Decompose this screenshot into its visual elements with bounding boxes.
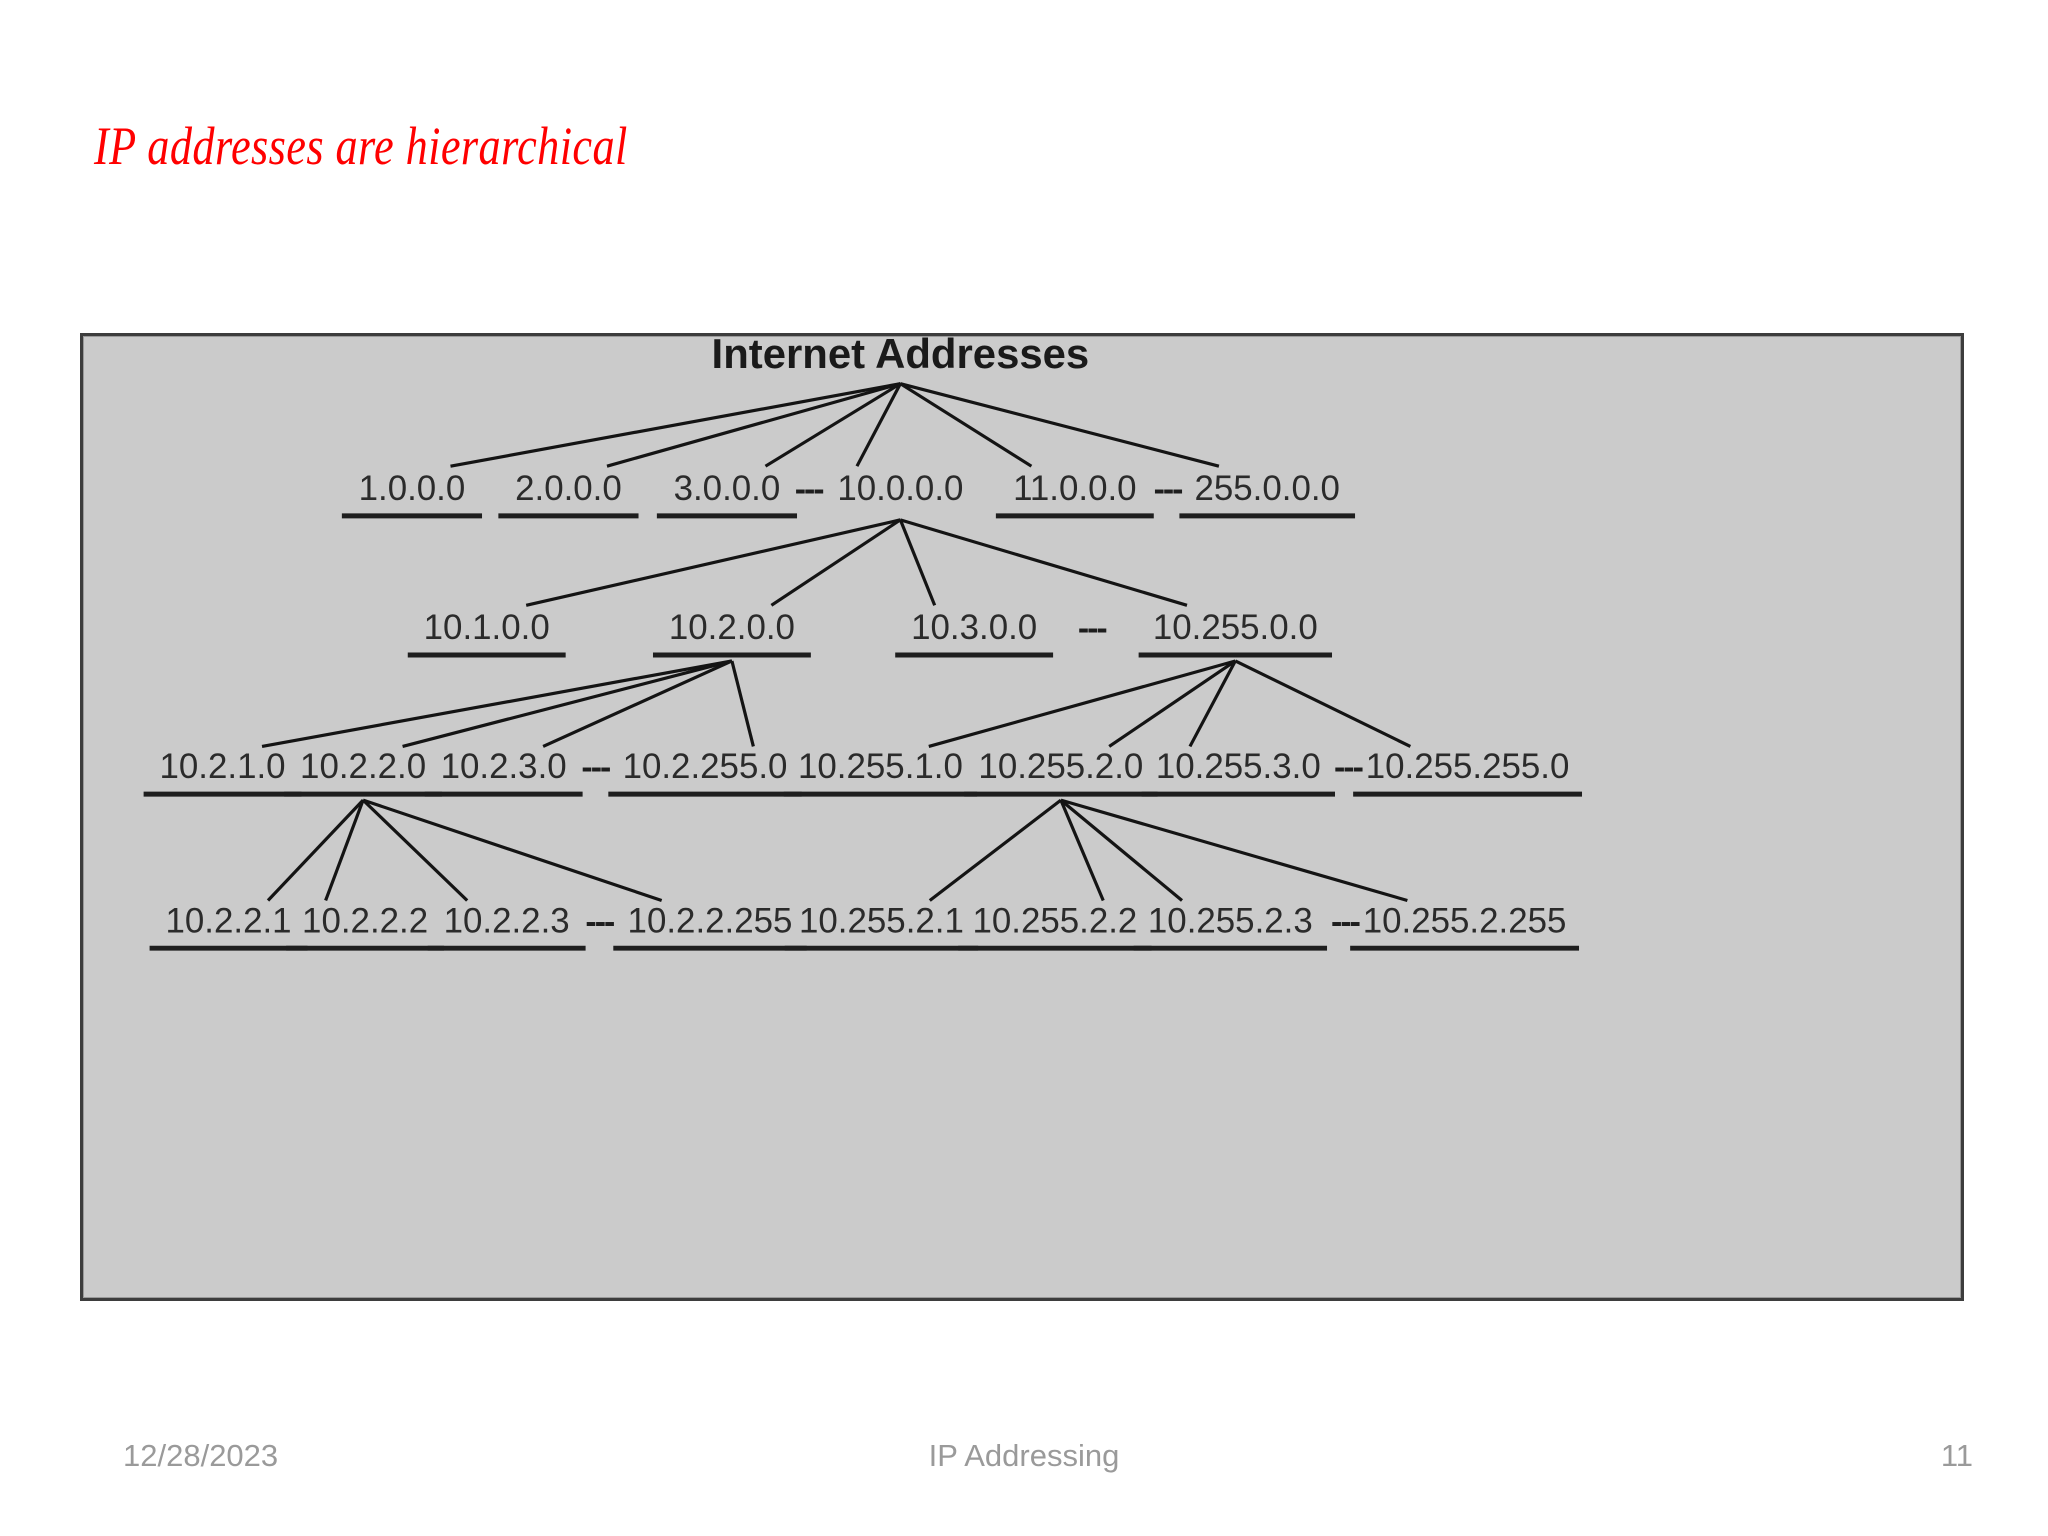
ellipsis-marker: --- [795, 470, 824, 508]
tree-edge [899, 518, 1188, 607]
address-node-label: 10.2.1.0 [160, 747, 286, 786]
ellipsis-marker: --- [581, 748, 610, 786]
tree-edge [542, 659, 733, 748]
tree-edge [362, 798, 663, 902]
tree-edge [324, 799, 365, 902]
address-node-label: 10.255.3.0 [1156, 747, 1321, 786]
tree-edge [525, 518, 901, 607]
ellipsis-marker: --- [1154, 470, 1183, 508]
tree-edge [899, 382, 1220, 468]
page-title: IP addresses are hierarchical [94, 116, 628, 176]
address-node-label: 10.2.3.0 [441, 747, 567, 786]
ip-hierarchy-svg: Internet Addresses 1.0.0.0 2.0.0.0 3.0.0.0… [143, 336, 1583, 951]
address-node-label: 10.2.2.3 [444, 901, 570, 940]
address-node-label: 10.255.1.0 [798, 747, 963, 786]
tree-edge [928, 798, 1062, 902]
tree-edge [402, 659, 733, 748]
tree-edge [261, 659, 733, 749]
ellipsis-marker: --- [1331, 902, 1360, 940]
tree-edge [928, 659, 1236, 748]
tree-edge [361, 798, 469, 902]
address-node-label: 1.0.0.0 [359, 469, 466, 508]
ellipsis-marker: --- [1334, 748, 1363, 786]
tree-edge [450, 382, 901, 468]
address-node-label: 10.255.2.2 [972, 901, 1137, 940]
tree-edge [899, 382, 1033, 468]
address-node-label: 2.0.0.0 [515, 469, 622, 508]
tree-edge [1234, 659, 1412, 748]
tree-edge [606, 382, 901, 468]
address-node-label: 10.255.0.0 [1153, 608, 1318, 647]
tree-edge [1059, 799, 1105, 902]
address-node-label: 10.255.2.255 [1363, 901, 1567, 940]
address-node-label: 10.255.2.3 [1148, 901, 1313, 940]
address-node-label: 10.255.2.0 [978, 747, 1143, 786]
tree-edge [730, 660, 755, 747]
footer-date: 12/28/2023 [123, 1438, 279, 1473]
tree-edge [898, 519, 937, 606]
ip-hierarchy-diagram: Internet Addresses 1.0.0.0 2.0.0.0 3.0.0.0… [80, 333, 1964, 1301]
tree-edge [1188, 660, 1237, 748]
address-node-label: 10.2.255.0 [623, 747, 788, 786]
tree-edge [855, 382, 902, 467]
address-node-label: 10.2.0.0 [669, 608, 795, 647]
address-node-label: 10.2.2.255 [628, 901, 793, 940]
footer-page-number: 11 [1940, 1438, 1973, 1473]
address-node-label: 10.1.0.0 [424, 608, 550, 647]
ellipsis-marker: --- [585, 902, 614, 940]
tree-edge [764, 382, 902, 468]
tree-edge [1059, 798, 1184, 902]
tree-node-layer: 1.0.0.0 2.0.0.0 3.0.0.0 --- 10.0.0.0 11.0.0.0… [143, 469, 1583, 951]
tree-edge-layer [261, 382, 1412, 903]
address-node-label: 10.2.2.2 [302, 901, 428, 940]
ellipsis-marker: --- [1078, 609, 1107, 647]
tree-edge [266, 799, 365, 902]
footer-subject: IP Addressing [928, 1438, 1120, 1473]
address-node-label: 10.0.0.0 [837, 469, 963, 508]
address-node-label: 10.255.2.1 [799, 901, 964, 940]
tree-edge [1108, 659, 1237, 748]
address-node-label: 10.2.2.1 [165, 901, 291, 940]
address-node-label: 3.0.0.0 [674, 469, 781, 508]
address-node-label: 10.255.255.0 [1366, 747, 1570, 786]
address-node-label: 255.0.0.0 [1194, 469, 1339, 508]
address-node-label: 11.0.0.0 [1013, 469, 1136, 508]
address-node-label: 10.3.0.0 [911, 608, 1037, 647]
slide-footer: 12/28/2023 IP Addressing 11 [0, 1438, 2048, 1498]
tree-edge [1060, 798, 1408, 903]
tree-edge [770, 518, 902, 607]
diagram-heading: Internet Addresses [712, 336, 1090, 377]
address-node-label: 10.2.2.0 [300, 747, 426, 786]
